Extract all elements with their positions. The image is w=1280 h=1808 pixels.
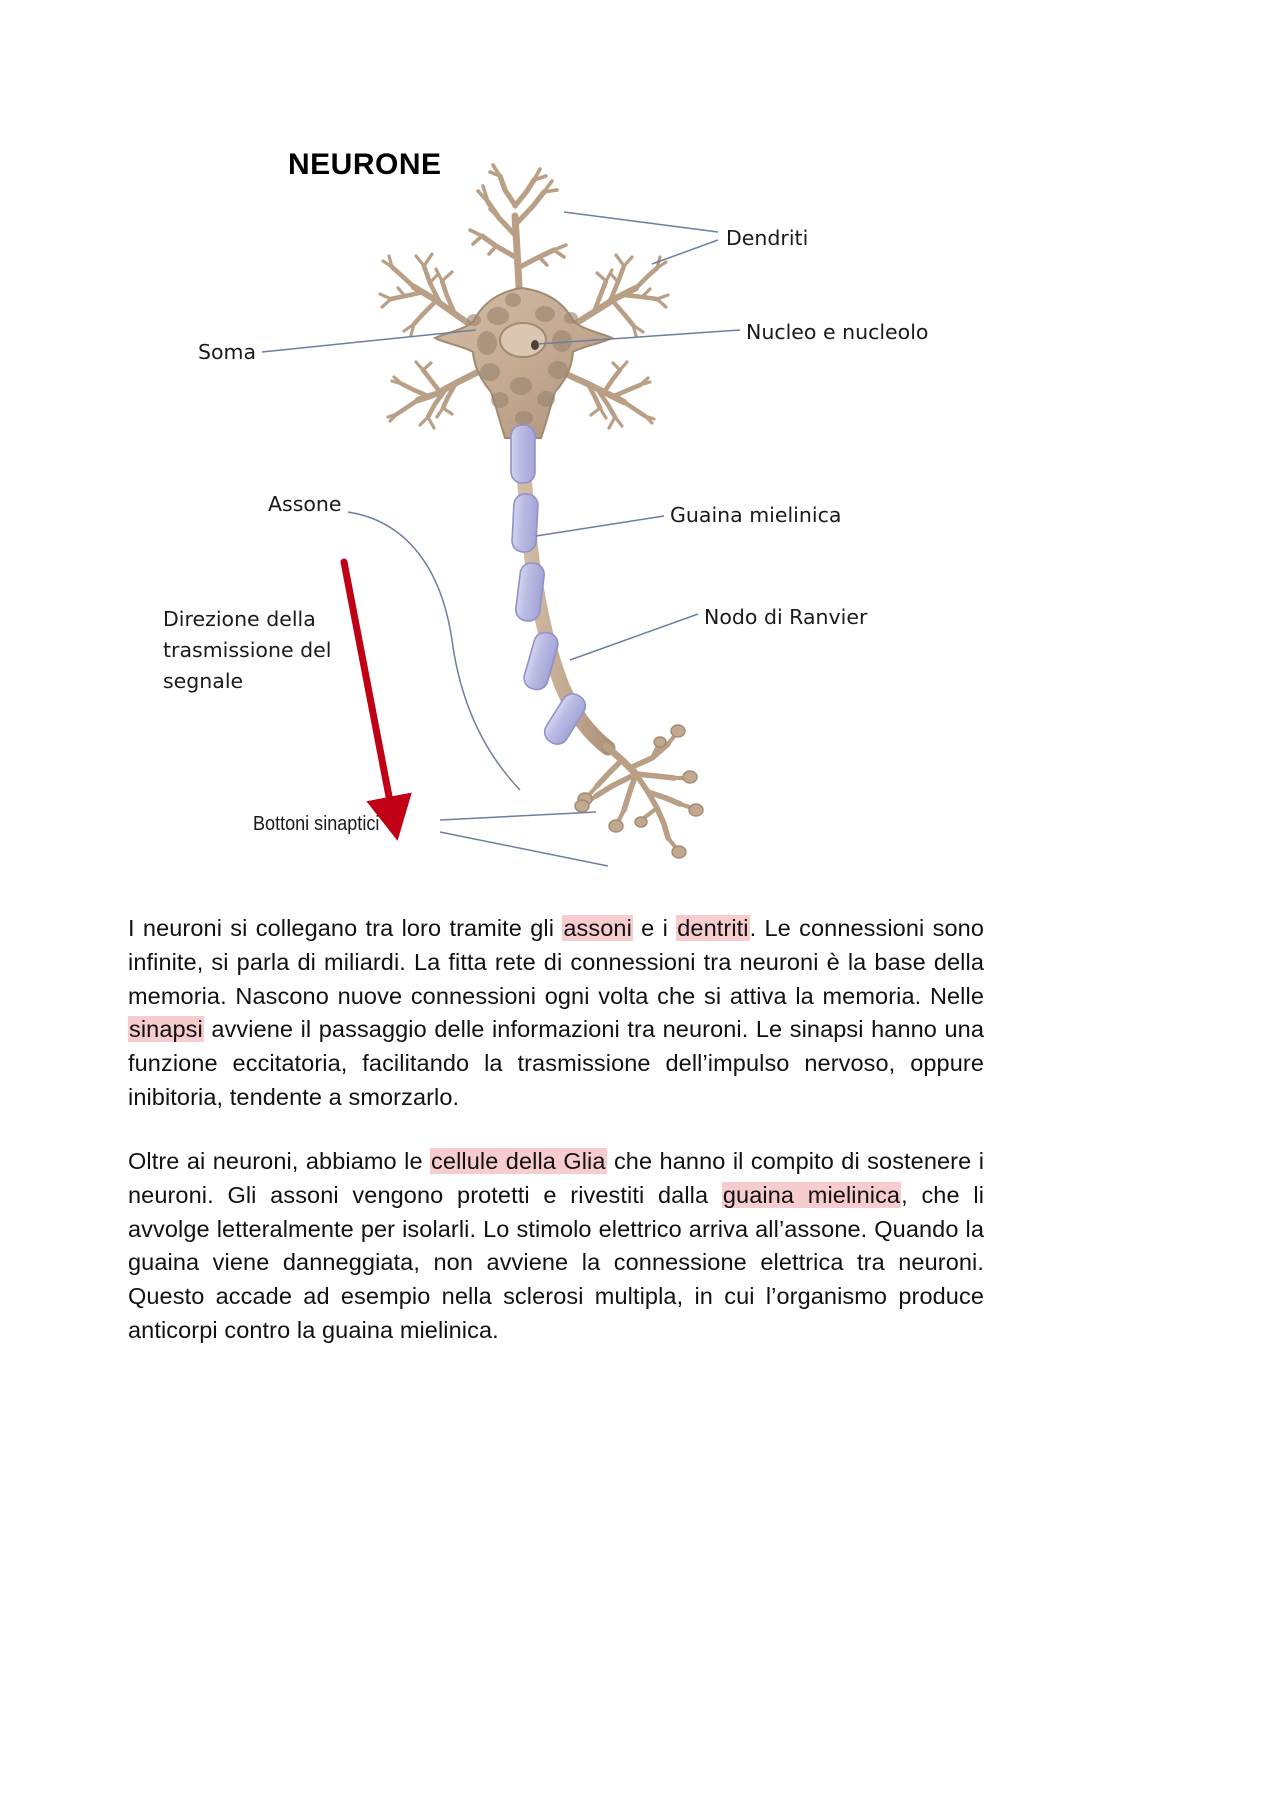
soma-cell-body [432,286,615,439]
figure-title: NEURONE [288,148,442,181]
neuron-illustration-svg [261,163,741,867]
label-direzione-line2: trasmissione del [163,638,332,663]
signal-direction-arrow [340,558,412,841]
leader-dendriti-2 [651,239,719,265]
leader-lines [261,211,741,867]
leader-bottoni-2 [439,831,609,867]
myelin-sheath-segments [510,424,587,745]
highlighted-term: assoni [562,915,633,941]
label-soma: Soma [198,340,257,364]
highlighted-term: dentriti [676,915,750,941]
leader-nodo [569,613,699,661]
body-text: I neuroni si collegano tra loro tramite … [128,912,984,1348]
leader-assone [347,511,521,791]
label-nodo-di-ranvier: Nodo di Ranvier [704,605,868,629]
label-direzione-trasmissione: Direzione della trasmissione del segnale [163,604,331,697]
label-assone: Assone [268,492,342,516]
leader-nucleo [537,329,741,345]
neuron-diagram: NEURONE [0,0,1280,890]
leader-bottoni-1 [439,811,597,821]
label-dendriti: Dendriti [726,226,809,250]
leader-guaina [535,515,665,537]
label-nucleo-e-nucleolo: Nucleo e nucleolo [746,320,929,344]
paragraph-1: I neuroni si collegano tra loro tramite … [128,915,984,1111]
leader-soma [261,329,477,353]
nucleus [499,322,547,358]
synaptic-terminals [574,724,704,859]
label-bottoni-sinaptici: Bottoni sinaptici [253,812,380,835]
paragraph-2: Oltre ai neuroni, abbiamo le cellule del… [128,1147,985,1344]
label-direzione-line1: Direzione della [163,607,316,631]
label-direzione-line3: segnale [163,669,244,694]
leader-dendriti-1 [563,211,719,233]
label-guaina-mielinica: Guaina mielinica [670,503,842,527]
nucleolus [531,340,539,350]
highlighted-term: cellule della Glia [430,1147,607,1174]
dendrite-branches [378,163,670,430]
highlighted-term: sinapsi [128,1016,204,1043]
highlighted-term: guaina mielinica [721,1181,902,1208]
